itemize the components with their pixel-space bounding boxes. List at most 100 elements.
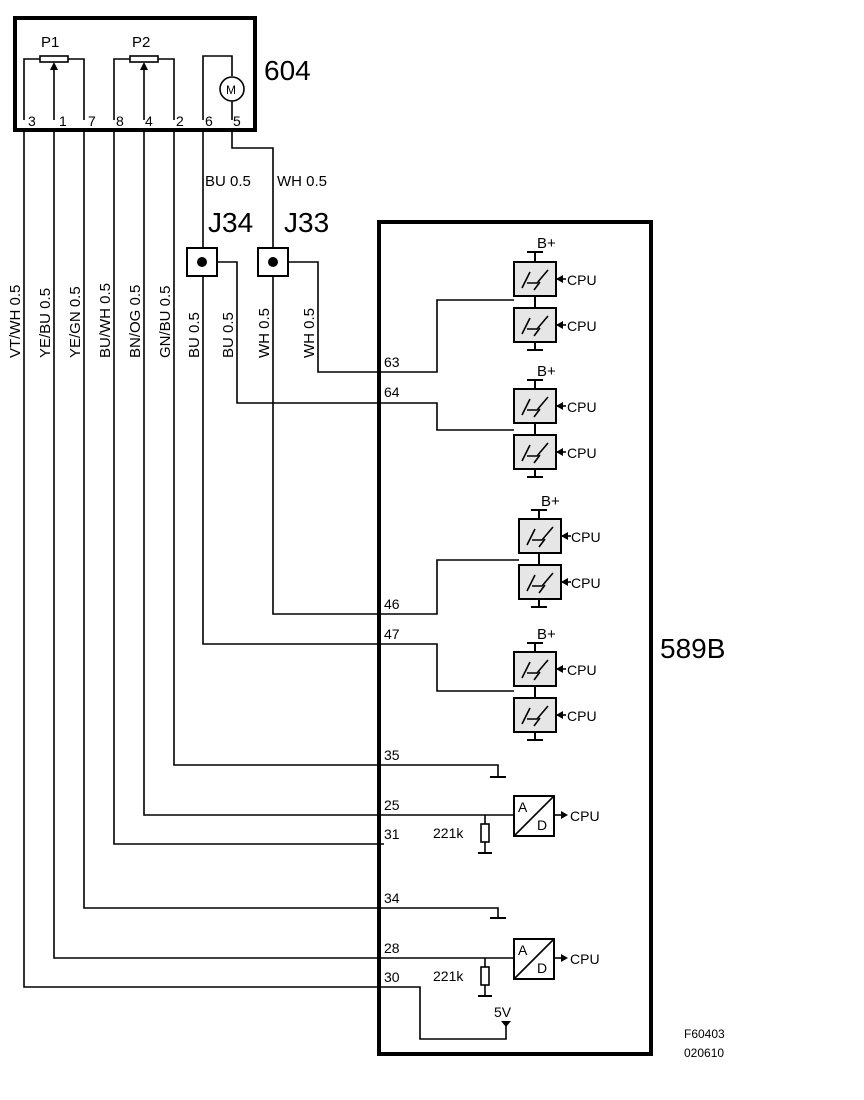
wire-pin1-to-28 — [53, 130, 514, 959]
resistor-label: 221k — [433, 968, 464, 984]
figure-code: F60403 — [684, 1027, 725, 1041]
driver-pair-63-64-a: B+ CPU CPU — [513, 235, 597, 351]
wire-pin3-to-30 — [23, 130, 507, 1040]
module-pin-64: 64 — [384, 384, 400, 400]
junction-j34-dot — [197, 257, 207, 267]
cpu-label: CPU — [567, 708, 597, 724]
driver-pair-46: B+ CPU CPU — [518, 493, 601, 608]
p1-resistor — [39, 55, 69, 63]
wires — [23, 130, 519, 1040]
switch-symbol-icon — [521, 705, 549, 727]
low-side-switch — [513, 697, 557, 733]
b-plus-rail — [527, 379, 543, 389]
cpu-label: CPU — [567, 318, 597, 334]
pin-8: 8 — [116, 113, 124, 129]
low-side-switch — [513, 307, 557, 343]
b-plus-rail — [527, 251, 543, 262]
junction-j34-label: J34 — [208, 207, 253, 238]
junction-j33-label: J33 — [284, 207, 329, 238]
component-604: 604 P1 P2 M 3 1 7 8 4 2 6 5 — [13, 16, 311, 132]
low-side-switch — [518, 564, 562, 600]
cpu-arrow-icon — [561, 532, 568, 540]
p2-right-lead — [158, 58, 175, 120]
ground-icon — [527, 469, 543, 478]
module-pin-30: 30 — [384, 969, 400, 985]
ground-icon — [531, 599, 547, 608]
module-pin-28: 28 — [384, 940, 400, 956]
p1-label: P1 — [41, 34, 59, 51]
switch-symbol-icon — [521, 315, 549, 337]
motor-label: M — [226, 83, 236, 97]
wire-pin7-to-34 — [83, 130, 499, 917]
high-side-switch — [518, 518, 562, 554]
ad-converter-25: A D CPU 221k — [433, 795, 600, 854]
high-side-switch — [513, 651, 557, 687]
p2-resistor — [129, 55, 159, 63]
pin-3: 3 — [28, 113, 36, 129]
b-plus-label: B+ — [541, 493, 560, 510]
pin-1: 1 — [59, 113, 67, 129]
cpu-label: CPU — [567, 445, 597, 461]
cpu-label: CPU — [570, 951, 600, 967]
pin-2: 2 — [176, 113, 184, 129]
supply-5v-icon — [501, 1021, 511, 1027]
wire-label-ye-bu: YE/BU 0.5 — [37, 288, 54, 358]
ad-label-d: D — [537, 817, 547, 833]
wire-label-wh-2: WH 0.5 — [301, 308, 318, 358]
module-pin-35: 35 — [384, 747, 400, 763]
pin-7: 7 — [88, 113, 96, 129]
module-pin-25: 25 — [384, 797, 400, 813]
p2-label: P2 — [132, 34, 150, 51]
b-plus-rail — [527, 642, 543, 652]
cpu-arrow-icon — [561, 954, 568, 962]
ad-label-a: A — [518, 942, 528, 958]
cpu-label: CPU — [567, 399, 597, 415]
high-side-switch — [513, 261, 557, 297]
p2-wiper-arrow — [140, 62, 148, 70]
switch-symbol-icon — [521, 659, 549, 681]
junction-j33-dot — [268, 257, 278, 267]
low-side-switch — [513, 434, 557, 470]
cpu-label: CPU — [567, 272, 597, 288]
wire-label-bn-og: BN/OG 0.5 — [127, 285, 144, 358]
cpu-arrow-icon — [556, 275, 563, 283]
driver-pair-63-64-b: B+ CPU CPU — [513, 363, 597, 478]
ground-icon — [527, 732, 543, 741]
motor-lead-6 — [202, 55, 233, 120]
wire-label-wh-1: WH 0.5 — [256, 308, 273, 358]
component-604-box — [13, 16, 257, 132]
wire-label-wh-upper: WH 0.5 — [277, 173, 327, 190]
module-pin-46: 46 — [384, 596, 400, 612]
cpu-arrow-icon — [556, 665, 563, 673]
wire-label-bu-1: BU 0.5 — [186, 312, 203, 358]
cpu-arrow-icon — [556, 402, 563, 410]
driver-pair-47: B+ CPU CPU — [513, 626, 597, 741]
pin-6: 6 — [205, 113, 213, 129]
wire-label-gn-bu: GN/BU 0.5 — [157, 285, 174, 358]
module-pin-63: 63 — [384, 354, 400, 370]
wire-j33-to-63 — [288, 261, 514, 373]
pin-4: 4 — [145, 113, 153, 129]
b-plus-rail — [531, 509, 547, 519]
ad-label-a: A — [518, 799, 528, 815]
switch-symbol-icon — [521, 396, 549, 418]
wire-j33-to-46 — [272, 276, 519, 615]
wire-pin8-to-31 — [113, 130, 384, 845]
wire-pin2-to-35 — [173, 130, 499, 776]
switch-symbol-icon — [526, 526, 554, 548]
module-pin-34: 34 — [384, 890, 400, 906]
ad-diagonal — [513, 795, 555, 837]
component-604-label: 604 — [264, 55, 311, 86]
wire-label-bu-2: BU 0.5 — [220, 312, 237, 358]
ad-converter-28: A D CPU 221k 5V — [433, 938, 600, 1027]
wire-label-vt-wh: VT/WH 0.5 — [7, 285, 24, 358]
cpu-label: CPU — [571, 529, 601, 545]
ad-diagonal — [513, 938, 555, 980]
resistor-label: 221k — [433, 825, 464, 841]
switch-symbol-icon — [521, 442, 549, 464]
p1-wiper-arrow — [50, 62, 58, 70]
wire-j34-to-64 — [217, 261, 514, 431]
cpu-arrow-icon — [556, 448, 563, 456]
switch-symbol-icon — [526, 572, 554, 594]
